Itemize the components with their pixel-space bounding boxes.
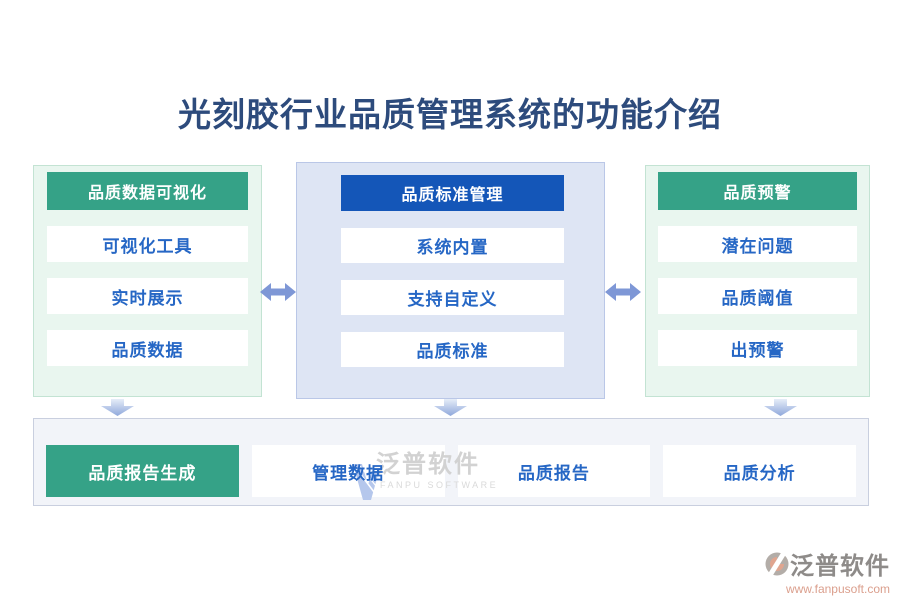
watermark-brand-text: 泛普软件 — [790, 554, 890, 580]
bottom-cell-label: 品质报告生成 — [88, 463, 197, 483]
bottom-row-container: 品质报告生成 管理数据 品质报告 品质分析 — [33, 418, 869, 506]
panel-quality-standard-management: 品质标准管理 系统内置 支持自定义 品质标准 — [296, 162, 605, 399]
bottom-cell-label: 品质分析 — [723, 463, 796, 483]
panel-header-quality-standard-management: 品质标准管理 — [341, 175, 564, 211]
panel-item-realtime-display: 实时展示 — [47, 278, 248, 314]
panel-item-issue-warning: 出预警 — [658, 330, 857, 366]
bottom-cell-label: 品质报告 — [517, 463, 590, 483]
down-arrow-icon — [434, 399, 467, 416]
panel-header-quality-warning: 品质预警 — [658, 172, 857, 210]
panel-item-visualization-tools: 可视化工具 — [47, 226, 248, 262]
down-arrow-icon — [764, 399, 797, 416]
bottom-cell-quality-analysis: 品质分析 — [663, 445, 856, 497]
down-arrow-icon — [101, 399, 134, 416]
page-title: 光刻胶行业品质管理系统的功能介绍 — [178, 98, 722, 134]
bottom-cell-quality-report: 品质报告 — [457, 445, 651, 497]
panel-item-quality-threshold: 品质阈值 — [658, 278, 857, 314]
bottom-cell-label: 管理数据 — [312, 463, 385, 483]
panel-quality-data-visualization: 品质数据可视化 可视化工具 实时展示 品质数据 — [33, 165, 262, 397]
bottom-cell-quality-report-generation: 品质报告生成 — [46, 445, 239, 497]
panel-header-quality-data-visualization: 品质数据可视化 — [47, 172, 248, 210]
panel-item-potential-issues: 潜在问题 — [658, 226, 857, 262]
panel-item-system-builtin: 系统内置 — [341, 228, 564, 263]
corner-watermark: 泛普软件 www.fanpusoft.com — [764, 546, 890, 596]
left-right-arrow-icon — [605, 283, 641, 301]
panel-item-quality-standard: 品质标准 — [341, 332, 564, 367]
left-right-arrow-icon — [260, 283, 296, 301]
fanpu-logo-icon — [765, 549, 789, 578]
panel-quality-warning: 品质预警 潜在问题 品质阈值 出预警 — [645, 165, 870, 397]
panel-item-custom-support: 支持自定义 — [341, 280, 564, 315]
bottom-cell-manage-data: 管理数据 — [251, 445, 445, 497]
panel-item-quality-data: 品质数据 — [47, 330, 248, 366]
watermark-url-text: www.fanpusoft.com — [785, 582, 890, 596]
